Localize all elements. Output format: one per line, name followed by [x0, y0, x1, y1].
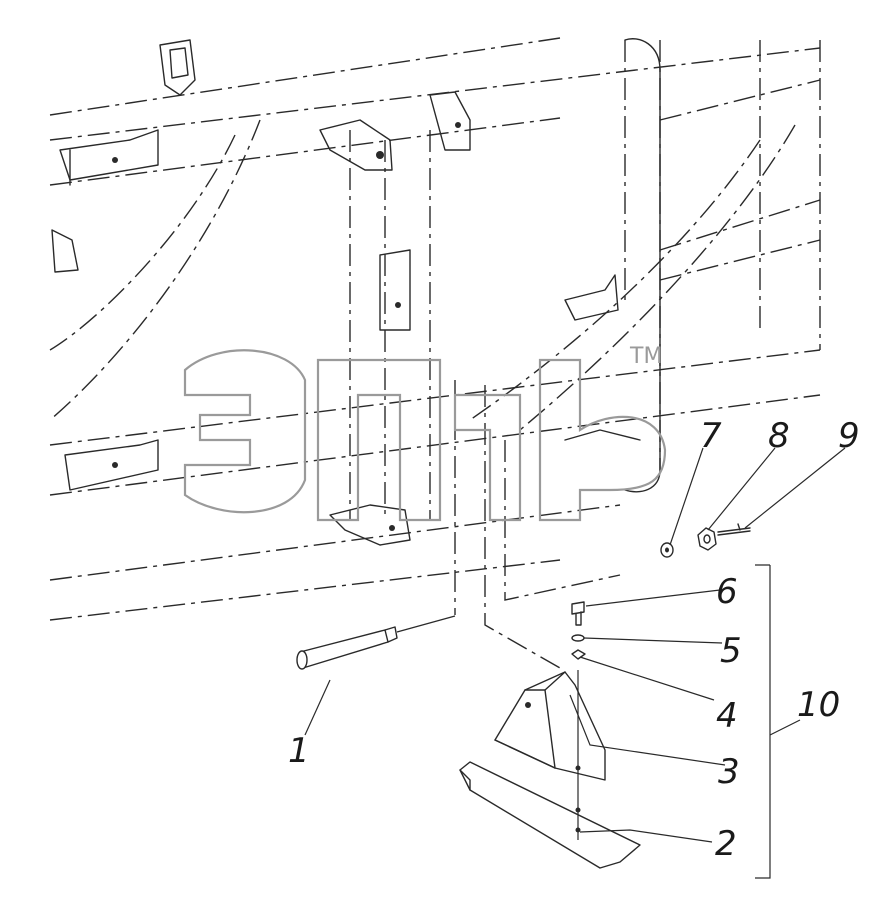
callout-1: 1	[288, 731, 310, 771]
callout-5: 5	[720, 631, 742, 671]
callout-2: 2	[715, 824, 737, 864]
part-7-washer	[660, 542, 674, 558]
part-6-bolt	[571, 601, 585, 626]
part-4-washer	[571, 649, 586, 660]
callout-10: 10	[797, 685, 840, 725]
part-1-pin	[296, 615, 456, 670]
callout-numbers: 1 2 3 4 5 6 7 8 9 10	[288, 416, 860, 864]
callout-6: 6	[716, 572, 738, 612]
trademark-mark: TM	[629, 344, 662, 369]
callout-9: 9	[838, 416, 860, 456]
part-3-bracket	[494, 671, 606, 781]
part-9-cotter-pin	[717, 523, 751, 536]
callout-4: 4	[716, 696, 738, 736]
watermark-logo: TM	[183, 344, 667, 522]
part-2-base-plate	[459, 761, 641, 869]
leader-lines	[304, 447, 846, 879]
callout-7: 7	[700, 416, 722, 456]
part-5-spring-washer	[571, 634, 585, 642]
frame-brackets	[51, 38, 661, 546]
callout-8: 8	[768, 416, 790, 456]
callout-3: 3	[718, 752, 740, 792]
frame-phantom-lines	[49, 37, 821, 669]
part-8-nut	[697, 527, 717, 551]
